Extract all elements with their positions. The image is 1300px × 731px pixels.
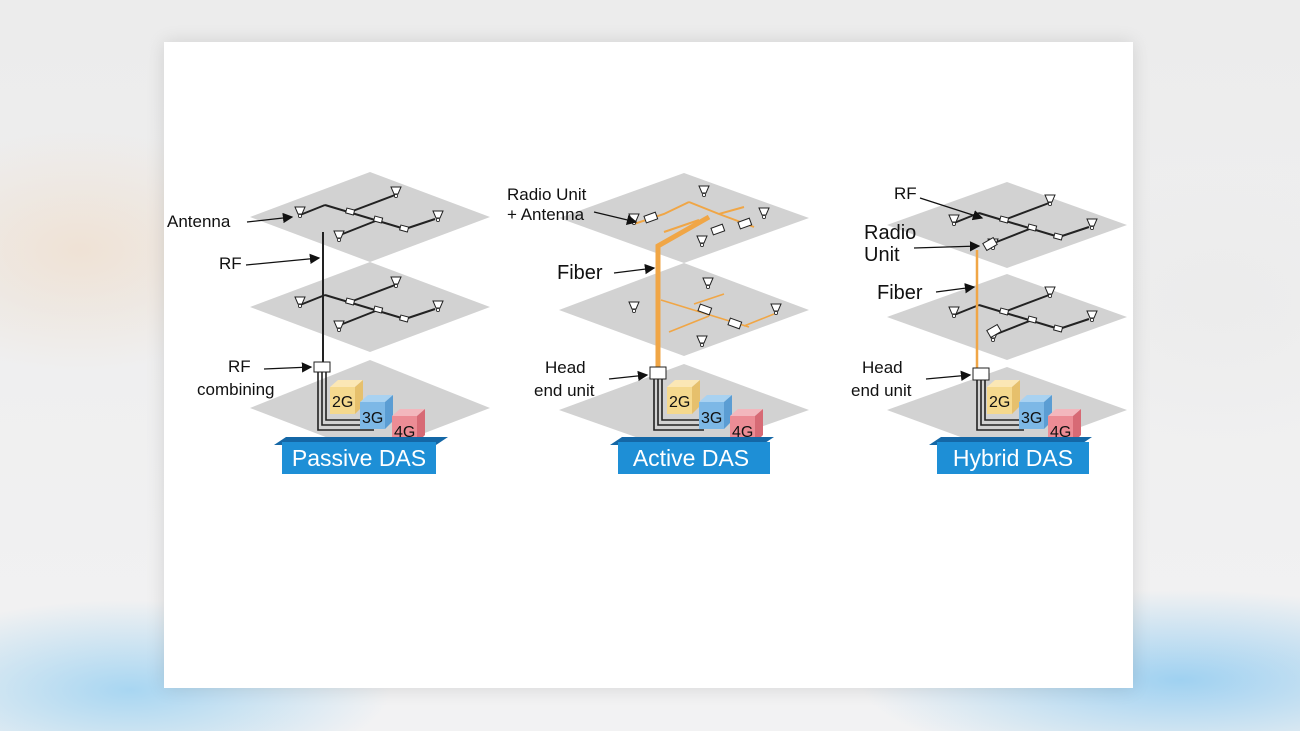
cube-4g: 4G: [394, 424, 415, 441]
floor-middle: [887, 274, 1127, 360]
rf-label: RF: [894, 184, 917, 203]
diagram-card: 2G 3G 4G Passive DAS Antenna RF RF combi…: [164, 42, 1133, 688]
floor-top: [250, 172, 490, 262]
cube-2g: 2G: [669, 394, 690, 411]
fiber-label: Fiber: [877, 282, 923, 304]
radio-unit-label-line2: + Antenna: [507, 205, 585, 224]
cube-3g: 3G: [1021, 410, 1042, 427]
rf-combining-label-line1: RF: [228, 357, 251, 376]
head-end-arrow: [608, 370, 649, 382]
radio-unit-label-line1: Radio Unit: [507, 185, 587, 204]
cube-3g: 3G: [701, 410, 722, 427]
radio-unit-label-line2: Unit: [864, 244, 900, 266]
passive-das-banner: [282, 442, 436, 474]
radio-unit-arrow: [913, 241, 981, 252]
rf-combining-arrow: [263, 362, 313, 373]
rf-combiner-box: [313, 361, 331, 373]
radio-unit-middle: [986, 323, 1002, 339]
rf-label: RF: [219, 254, 242, 273]
passive-das-group: 2G 3G 4G Passive DAS Antenna RF RF combi…: [167, 172, 490, 474]
rf-arrow: [245, 253, 321, 266]
hybrid-das-banner: [937, 442, 1089, 474]
active-das-group: 2G 3G 4G Active DAS Radio Unit + Antenna…: [507, 173, 809, 474]
antenna-label: Antenna: [167, 212, 231, 231]
floor-middle: [250, 262, 490, 352]
cube-2g: 2G: [332, 394, 353, 411]
radio-units-top: [628, 185, 770, 248]
radio-units-middle: [628, 277, 782, 348]
generation-cubes: 2G 3G 4G: [330, 380, 425, 443]
head-end-label-line1: Head: [862, 358, 903, 377]
fiber-arrow: [613, 263, 656, 275]
cube-4g: 4G: [1050, 424, 1071, 441]
head-end-arrow: [925, 370, 972, 382]
head-end-unit-box: [649, 366, 667, 380]
hybrid-das-group: 2G 3G 4G Hybrid DAS RF Radio Unit Fiber …: [851, 182, 1127, 474]
radio-unit-label-line1: Radio: [864, 222, 916, 244]
rf-combining-label-line2: combining: [197, 380, 275, 399]
das-comparison-diagram: 2G 3G 4G Passive DAS Antenna RF RF combi…: [167, 172, 1127, 474]
active-das-banner: [618, 442, 770, 474]
floor-top: [559, 173, 809, 263]
floor-middle: [559, 263, 809, 356]
passive-das-title: Passive DAS: [292, 445, 426, 471]
fiber-label: Fiber: [557, 262, 603, 284]
fiber-trunk: [655, 214, 711, 370]
active-das-title: Active DAS: [633, 445, 749, 471]
hybrid-das-title: Hybrid DAS: [953, 445, 1073, 471]
fiber-network-top: [633, 201, 755, 233]
generation-cubes: 2G 3G 4G: [667, 380, 763, 443]
cube-4g: 4G: [732, 424, 753, 441]
head-end-unit-box: [972, 367, 990, 381]
radio-unit-top: [982, 236, 998, 252]
cube-3g: 3G: [362, 410, 383, 427]
cube-2g: 2G: [989, 394, 1010, 411]
head-end-label-line1: Head: [545, 358, 586, 377]
fiber-arrow: [935, 283, 976, 294]
antenna-arrow: [246, 212, 294, 224]
rf-arrow: [919, 197, 984, 221]
head-end-label-line2: end unit: [851, 381, 912, 400]
radio-unit-arrow: [593, 211, 638, 225]
head-end-label-line2: end unit: [534, 381, 595, 400]
